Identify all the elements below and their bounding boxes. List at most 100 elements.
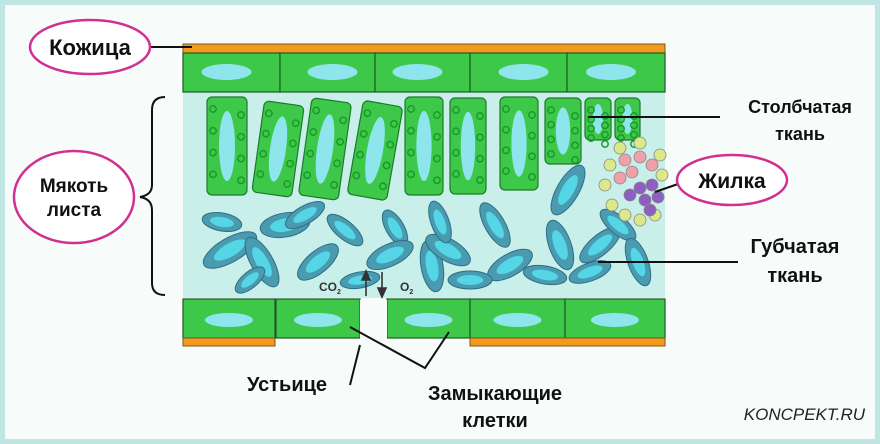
chloroplast	[452, 106, 460, 114]
mesophyll-label-line2: листа	[47, 200, 102, 221]
spongy-cell	[425, 233, 471, 267]
chloroplast	[259, 149, 268, 158]
chloroplast	[528, 173, 536, 181]
vein-cell	[618, 208, 632, 222]
spongy-cell	[568, 260, 612, 284]
vein-cell	[603, 158, 617, 172]
watermark: KONCPEKT.RU	[744, 405, 866, 424]
vacuole	[496, 255, 524, 275]
vein-cell	[625, 165, 639, 179]
chloroplast	[617, 134, 625, 142]
chloroplast	[571, 112, 579, 120]
chloroplast	[209, 126, 217, 135]
spongy-cell	[284, 201, 326, 229]
stoma-opening	[360, 300, 387, 340]
vacuole	[307, 64, 358, 80]
chloroplast	[407, 126, 415, 135]
vacuole	[293, 207, 317, 223]
chloroplast	[288, 139, 297, 148]
chloroplast	[630, 121, 638, 130]
palisade-cell	[614, 97, 641, 148]
spongy-cell	[297, 243, 339, 281]
vein	[598, 136, 669, 227]
palisade-cell	[544, 97, 582, 165]
chloroplast	[452, 148, 460, 157]
lower-cuticle	[469, 337, 666, 347]
vacuole	[592, 104, 604, 134]
chloroplast	[386, 140, 395, 149]
chloroplast	[571, 141, 579, 150]
palisade-label-line1: Столбчатая	[748, 97, 852, 117]
chloroplast	[502, 125, 510, 134]
chloroplast	[528, 152, 536, 161]
vacuole	[205, 313, 253, 327]
vacuole	[365, 117, 385, 184]
palisade-label-line2: ткань	[775, 124, 825, 144]
chloroplast	[283, 180, 292, 188]
stoma-label: Устьице	[247, 374, 327, 396]
lower-cuticle	[182, 337, 276, 347]
vacuole	[425, 250, 439, 282]
vacuole	[294, 313, 342, 327]
vacuole	[607, 215, 629, 235]
chloroplast	[264, 109, 273, 118]
co2-label: CO2	[319, 280, 341, 296]
palisade-cell	[298, 97, 352, 201]
arrow-down-icon	[376, 287, 388, 299]
spongy-cell	[326, 213, 364, 247]
vacuole	[404, 313, 453, 327]
chloroplast	[363, 109, 372, 118]
chloroplast	[433, 111, 441, 119]
vacuole	[558, 175, 578, 205]
chloroplast	[262, 129, 270, 138]
chloroplast	[617, 106, 625, 114]
spongy-cell	[366, 239, 414, 271]
vacuole	[586, 64, 636, 80]
spongy-cell	[234, 266, 266, 294]
chloroplast	[601, 140, 609, 148]
chloroplast	[433, 176, 441, 185]
vacuole	[392, 64, 443, 80]
chloroplast	[571, 126, 579, 135]
chloroplast	[209, 105, 217, 113]
spongy-cell	[522, 264, 568, 286]
vacuole	[387, 217, 403, 239]
vein-cell	[651, 190, 665, 204]
chloroplast	[452, 127, 460, 136]
chloroplast	[587, 124, 595, 133]
vein-cell	[645, 158, 659, 172]
vacuole	[577, 265, 603, 279]
palisade-cell	[449, 97, 487, 195]
vacuole	[433, 209, 447, 235]
palisade-cell	[206, 96, 248, 196]
vacuole	[219, 111, 235, 181]
gas-exchange-arrows	[360, 269, 388, 299]
chloroplast	[547, 150, 555, 158]
spongy-cell	[550, 164, 586, 216]
vein-cell	[643, 203, 657, 217]
chloroplast	[339, 116, 348, 125]
chloroplast	[291, 119, 300, 128]
chloroplast	[256, 170, 265, 179]
vacuole	[552, 230, 568, 260]
chloroplast	[286, 159, 295, 168]
chloroplast	[407, 148, 415, 157]
vacuole	[498, 64, 549, 80]
chloroplast	[237, 111, 245, 119]
chloroplast	[407, 170, 415, 179]
chloroplast	[587, 134, 595, 142]
chloroplast	[306, 149, 315, 158]
vein-cell	[655, 168, 669, 182]
spongy-cell	[244, 236, 280, 288]
chloroplast	[476, 154, 484, 163]
chloroplast	[237, 132, 245, 141]
palisade-cell	[251, 100, 305, 198]
upper-cuticle	[182, 43, 666, 54]
palisade-cell	[584, 97, 612, 148]
chloroplast	[502, 105, 510, 113]
spongy-cell	[201, 211, 243, 233]
vacuole	[252, 247, 272, 277]
vein-cell	[633, 213, 647, 227]
spongy-cell	[202, 231, 258, 269]
